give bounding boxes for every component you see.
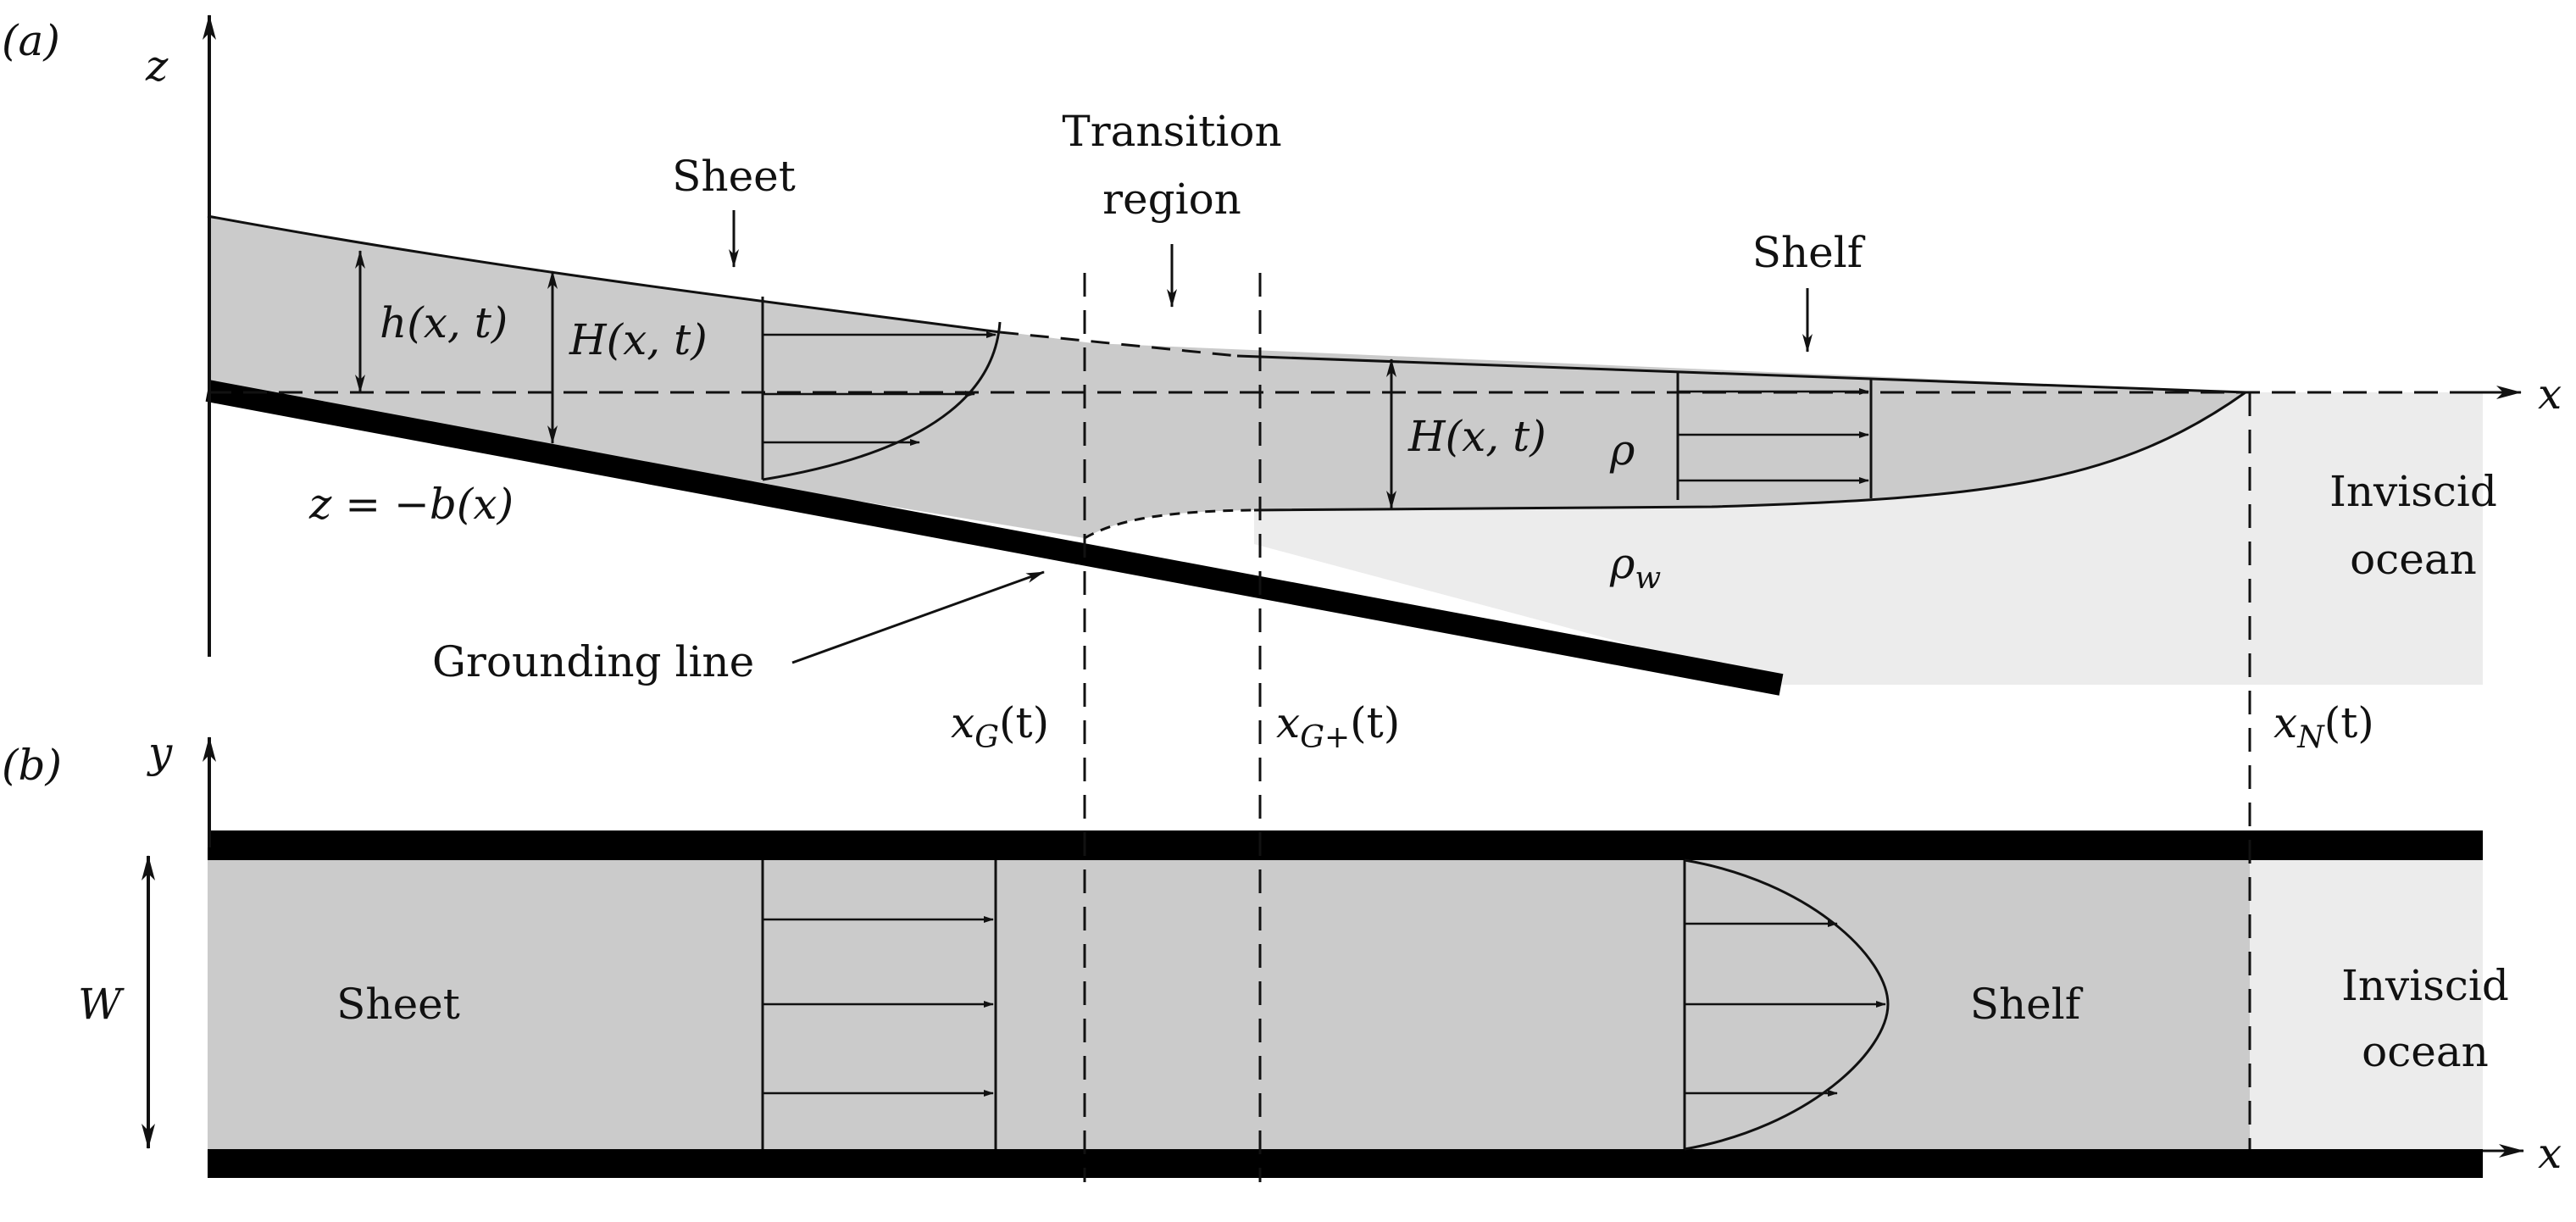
sheet-label-b: Sheet [336, 980, 460, 1029]
bed-line [205, 380, 1784, 696]
grounding-pointer [791, 570, 1045, 664]
H-label-shelf: H(x, t) [1407, 412, 1546, 461]
panel-b: (b) y x W Sheet Shelf Inviscid ocean [2, 728, 2562, 1178]
bed-label: z = −b(x) [308, 480, 514, 529]
grounding-line-label: Grounding line [432, 637, 754, 686]
ocean-label-a-1: Inviscid [2329, 467, 2497, 516]
bottom-wall [208, 1149, 2483, 1178]
ice-surface-transition [999, 330, 1238, 358]
ocean-label-b-2: ocean [2362, 1027, 2489, 1076]
ice-surface-shelf [1236, 354, 2246, 394]
panel-a: (a) z x Sheet Transition region Shelf h(… [2, 14, 2562, 755]
boundary-lines [1083, 273, 2251, 1182]
rho-w-label: ρw [1609, 539, 1661, 596]
sheet-velocity-profile-a [761, 297, 1002, 481]
ocean-label-a-2: ocean [2350, 535, 2477, 584]
sheet-velocity-profile-b [761, 860, 997, 1149]
ice-region-b [208, 856, 2250, 1153]
H-label-sheet: H(x, t) [569, 315, 708, 364]
transition-base [1084, 508, 1255, 540]
shelf-label-b: Shelf [1970, 980, 2084, 1029]
y-axis-label: y [147, 728, 173, 777]
z-axis-label: z [145, 42, 169, 91]
top-wall [208, 830, 2483, 860]
shelf-velocity-profile-a [1676, 373, 1873, 500]
ocean-region-b [2250, 856, 2483, 1153]
ocean-label-b-1: Inviscid [2341, 961, 2509, 1010]
xG-label: xG(t) [951, 698, 1049, 755]
ice-body-a [208, 216, 2246, 538]
x-axis-label-a: x [2538, 369, 2562, 419]
shelf-label-a: Shelf [1752, 228, 1866, 277]
h-label: h(x, t) [380, 298, 508, 347]
shelf-base [1253, 391, 2246, 512]
panel-a-tag: (a) [2, 16, 60, 65]
shelf-velocity-profile-b [1683, 858, 1890, 1151]
sheet-label-a: Sheet [672, 152, 796, 201]
ice-surface-sheet [207, 214, 1001, 334]
x-axis-label-b: x [2538, 1129, 2562, 1178]
xGplus-label: xG+(t) [1276, 698, 1400, 755]
transition-label-1: Transition [1062, 107, 1281, 156]
rho-label: ρ [1609, 425, 1635, 475]
panel-b-tag: (b) [2, 741, 62, 790]
ocean-region-a [1254, 392, 2483, 685]
W-label: W [78, 980, 125, 1029]
xN-label: xN(t) [2273, 698, 2374, 755]
transition-label-2: region [1102, 175, 1241, 224]
